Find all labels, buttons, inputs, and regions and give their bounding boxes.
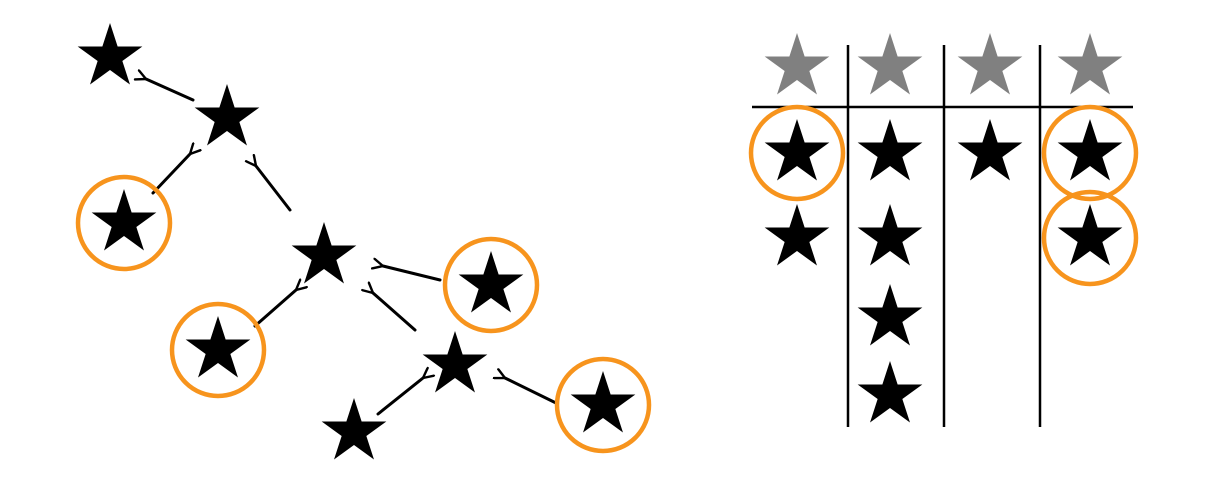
table-column — [957, 33, 1023, 181]
highlight-ring — [169, 301, 267, 399]
table-cell — [857, 361, 923, 423]
table-grid-lines — [752, 45, 1133, 427]
star-icon — [458, 251, 524, 313]
star-icon — [91, 189, 157, 251]
highlight-ring — [748, 104, 846, 202]
tree-arrow — [256, 166, 292, 212]
column-table — [748, 33, 1139, 427]
tree-node — [291, 222, 357, 284]
tree-node — [442, 236, 540, 334]
table-cell — [957, 119, 1023, 181]
tree-arrow — [253, 290, 296, 328]
header-star-icon — [857, 33, 923, 95]
highlight-ring — [1041, 189, 1139, 287]
star-icon — [291, 222, 357, 284]
header-star-icon — [1057, 33, 1123, 95]
table-cell — [857, 284, 923, 346]
star-icon — [857, 361, 923, 423]
tree-arrow — [146, 79, 195, 102]
highlight-ring — [1041, 104, 1139, 202]
table-cell — [857, 119, 923, 181]
tree-arrows — [146, 79, 558, 416]
highlight-ring — [442, 236, 540, 334]
tree-arrow — [376, 378, 423, 416]
table-column — [1041, 33, 1139, 287]
tree-node — [77, 23, 143, 85]
tree-diagram — [75, 23, 652, 460]
tree-node — [75, 174, 173, 272]
tree-arrow — [383, 266, 442, 282]
tree-node — [194, 84, 260, 146]
star-icon — [185, 316, 251, 378]
star-icon — [321, 398, 387, 460]
star-icon — [1057, 204, 1123, 266]
highlight-ring — [554, 356, 652, 454]
star-icon — [194, 84, 260, 146]
star-icon — [764, 204, 830, 266]
table-cell — [1041, 104, 1139, 202]
header-star-icon — [764, 33, 830, 95]
highlight-ring — [75, 174, 173, 272]
tree-arrow — [373, 293, 417, 332]
star-icon — [857, 284, 923, 346]
tree-node — [422, 331, 488, 393]
tree-arrow — [151, 154, 190, 195]
header-star-icon — [957, 33, 1023, 95]
tree-node — [554, 356, 652, 454]
tree-nodes — [75, 23, 652, 460]
table-cell — [857, 204, 923, 266]
table-cell — [1041, 189, 1139, 287]
tree-node — [321, 398, 387, 460]
star-icon — [957, 119, 1023, 181]
tree-arrow — [505, 378, 558, 405]
star-icon — [570, 371, 636, 433]
table-cell — [748, 104, 846, 202]
table-column — [857, 33, 923, 423]
table-column — [748, 33, 846, 266]
star-icon — [764, 119, 830, 181]
tree-node — [169, 301, 267, 399]
table-cell — [764, 204, 830, 266]
star-icon — [857, 119, 923, 181]
star-icon — [422, 331, 488, 393]
star-icon — [857, 204, 923, 266]
star-icon — [77, 23, 143, 85]
star-icon — [1057, 119, 1123, 181]
